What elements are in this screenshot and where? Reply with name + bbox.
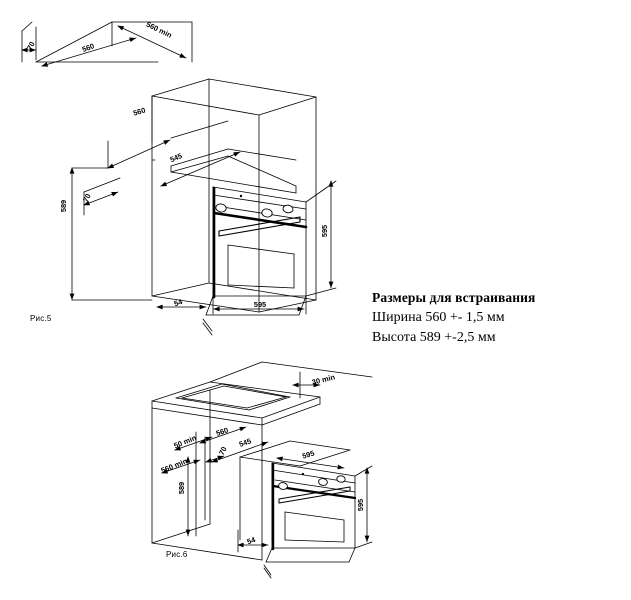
dim-label-f6-54: 54 (246, 535, 258, 547)
dim-label-f6-595-top: 595 (301, 449, 315, 461)
dim-label-f6-70: 70 (217, 445, 229, 456)
figure-6-caption: Рис.6 (166, 550, 188, 559)
dim-label-f5-545: 545 (169, 151, 184, 164)
fig6-control-knobs (278, 472, 346, 490)
dim-label-f5-589: 589 (59, 200, 68, 212)
installation-dimensions-block: Размеры для встраивания Ширина 560 +- 1,… (372, 290, 602, 348)
indicator-lamp-icon (239, 194, 243, 198)
dim-label-f6-545: 545 (238, 436, 253, 449)
dim-label-f6-560-min: 560 min (160, 456, 189, 475)
dim-label-f5-560-niche: 560 (132, 106, 146, 118)
dim-label-f5-70-low: 70 (81, 192, 93, 203)
fig5-cabinet-niche (151, 78, 317, 313)
fig5-oven-base (202, 295, 307, 336)
dim-label-f6-50-min: 50 min (173, 433, 199, 450)
fig6-base-cabinet (151, 381, 321, 561)
dim-label-f5-595-right: 595 (320, 225, 329, 237)
knob-left-icon (215, 203, 227, 213)
fig5-dimension-lines (69, 95, 337, 315)
dim-label-f5-595-bottom: 595 (254, 300, 266, 309)
fig5-oven-window (227, 244, 295, 289)
spec-width-line: Ширина 560 +- 1,5 мм (372, 310, 505, 325)
dim-label-f6-589: 589 (177, 482, 186, 494)
knob-middle-icon (318, 478, 328, 486)
fig6-oven-base (263, 547, 356, 579)
figure-5-caption: Рис.5 (30, 314, 52, 323)
fig5-door-handle (218, 216, 301, 237)
knob-right-icon (336, 475, 346, 483)
fig5-control-knobs (215, 194, 294, 218)
fig5-oven-body (170, 155, 307, 297)
dim-label-f6-560: 560 (215, 425, 230, 438)
dim-label-f5-560-top: 560 (81, 41, 96, 54)
dim-label-f5-54: 54 (173, 297, 185, 309)
fig5-top-dimension-chain (21, 21, 193, 67)
fig6-oven-window (284, 511, 345, 543)
dim-label-f5-70-top: 70 (25, 40, 37, 51)
dim-label-f6-30-min: 30 min (311, 372, 336, 387)
dim-label-f5-550-min: 560 min (145, 20, 174, 40)
knob-left-icon (278, 482, 288, 490)
indicator-lamp-icon (301, 472, 305, 476)
fig6-dimension-lines (161, 361, 373, 553)
fig6-door-handle (278, 486, 351, 504)
spec-title: Размеры для встраивания (372, 290, 536, 305)
knob-right-icon (282, 204, 294, 214)
spec-height-line: Высота 589 +-2,5 мм (372, 329, 496, 345)
knob-middle-icon (261, 208, 273, 218)
fig5-oven-door-frame (212, 186, 308, 299)
dim-label-f6-595-right: 595 (356, 499, 365, 511)
